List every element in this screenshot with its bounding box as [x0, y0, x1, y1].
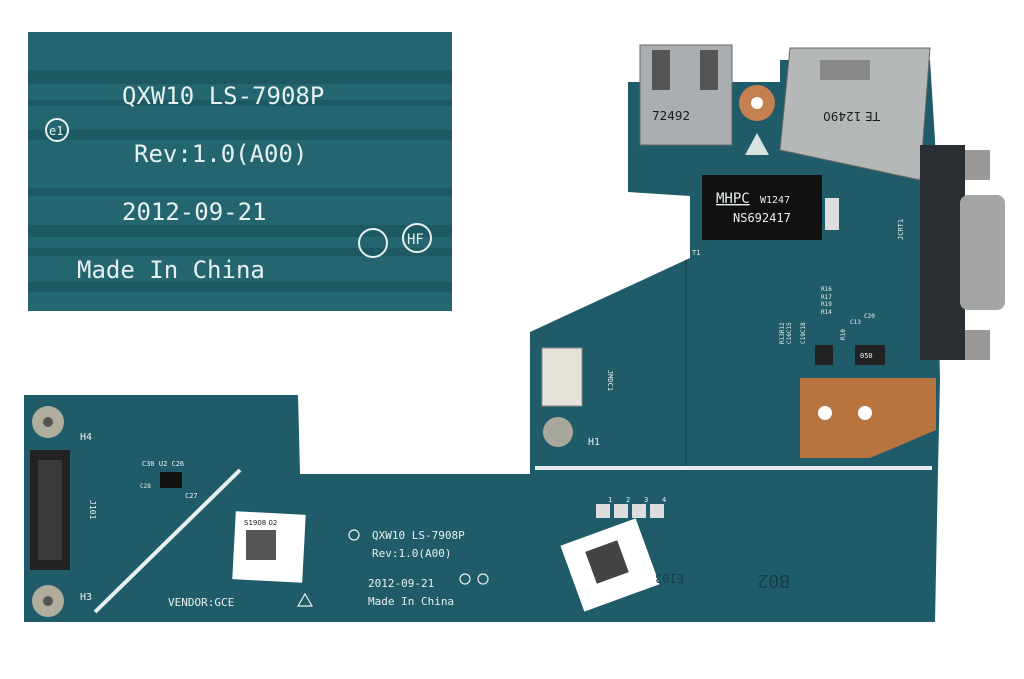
svg-text:3: 3 [644, 496, 648, 504]
label-r16: R16 [821, 286, 832, 293]
inset-date: 2012-09-21 [122, 198, 267, 226]
component-labels: R16 R17 R19 R14 C20 C13 R10 R13R12 C16C1… [779, 286, 875, 344]
inset-closeup: QXW10 LS-7908P e1 Rev:1.0(A00) 2012-09-2… [28, 32, 452, 311]
jmdc1-connector [541, 347, 583, 407]
label-r17: R17 [821, 294, 832, 301]
svg-text:W1247: W1247 [760, 195, 790, 206]
svg-text:C27: C27 [185, 492, 198, 500]
board-date: 2012-09-21 [368, 577, 434, 590]
label-r13r12: R13R12 [779, 322, 786, 344]
svg-text:T1: T1 [692, 249, 700, 257]
lan-transformer-chip: MHPC W1247 NS692417 T1 [692, 175, 822, 257]
svg-text:JMDC1: JMDC1 [606, 370, 614, 391]
label-jcrt1: JCRT1 [897, 219, 905, 240]
svg-text:MHPC: MHPC [716, 191, 750, 207]
label-r14: R14 [821, 309, 832, 316]
svg-text:4: 4 [662, 496, 666, 504]
u2-chip [160, 472, 182, 488]
label-sticker-right [560, 518, 660, 612]
svg-text:H1: H1 [588, 437, 600, 448]
inset-revision: Rev:1.0(A00) [134, 140, 307, 168]
mounting-hole-h1 [543, 417, 573, 447]
svg-text:TE 12490: TE 12490 [823, 109, 881, 123]
label-c28: C28 [140, 483, 151, 490]
svg-text:NS692417: NS692417 [733, 211, 791, 225]
board-revision: Rev:1.0(A00) [372, 547, 451, 560]
halogen-free-icon [402, 223, 432, 253]
inset-origin: Made In China [77, 256, 265, 284]
svg-text:2: 2 [626, 496, 630, 504]
svg-text:050: 050 [860, 352, 873, 360]
label-c16c15: C16C15 [786, 322, 793, 344]
label-sticker-left: S1908 02 [232, 511, 306, 583]
pb-free-icon [358, 228, 388, 258]
svg-text:72492: 72492 [652, 109, 690, 123]
svg-text:e1: e1 [49, 124, 63, 138]
svg-text:C30 U2 C26: C30 U2 C26 [142, 460, 184, 468]
e1-mark-icon [45, 118, 69, 142]
vendor-label: VENDOR:GCE [168, 596, 234, 609]
usb-port: 72492 [639, 44, 733, 146]
board-model: QXW10 LS-7908P [372, 529, 465, 542]
svg-text:H3: H3 [80, 592, 92, 603]
svg-text:HF: HF [407, 232, 424, 248]
inset-model: QXW10 LS-7908P [122, 82, 324, 110]
board-origin: Made In China [368, 595, 454, 608]
svg-text:1: 1 [608, 496, 612, 504]
label-r19: R19 [821, 301, 832, 308]
label-r10: R10 [840, 329, 847, 340]
svg-text:E103: E103 [655, 571, 684, 585]
label-c19c18: C19C18 [800, 322, 807, 344]
rj45-port: TE 12490 [779, 47, 931, 181]
svg-text:H4: H4 [80, 432, 92, 443]
svg-text:S1908 02: S1908 02 [244, 519, 277, 527]
vga-port [920, 145, 1005, 360]
svg-text:B02: B02 [757, 570, 790, 591]
label-c13: C13 [850, 319, 861, 326]
label-c20: C20 [864, 313, 875, 320]
svg-text:J101: J101 [88, 500, 97, 519]
test-pads: 1 2 3 4 [596, 496, 666, 518]
